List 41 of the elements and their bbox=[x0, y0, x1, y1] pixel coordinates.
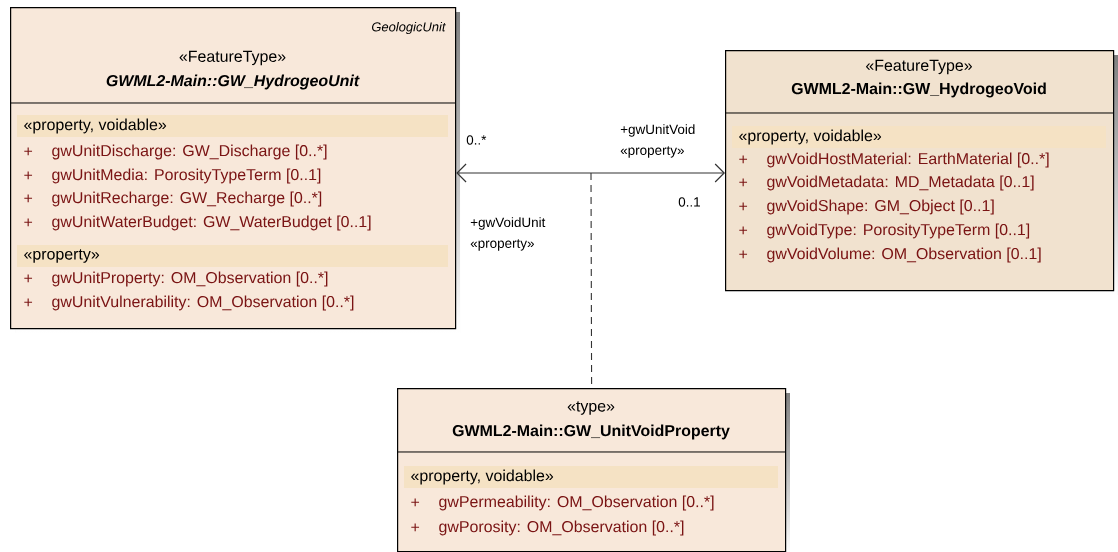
attribute-text: gwVoidHostMaterial: EarthMaterial [0..*] bbox=[767, 152, 1049, 168]
section-heading: «property, voidable» bbox=[404, 466, 778, 488]
attribute-text: gwUnitProperty: OM_Observation [0..*] bbox=[52, 271, 328, 287]
attribute-text: gwPorosity: OM_Observation [0..*] bbox=[439, 520, 684, 536]
visibility-marker: + bbox=[739, 178, 748, 187]
visibility-marker: + bbox=[739, 202, 748, 211]
class-name: GWML2-Main::GW_HydrogeoUnit bbox=[106, 74, 360, 90]
visibility-marker: + bbox=[24, 218, 33, 227]
visibility-marker: + bbox=[24, 171, 33, 180]
section-heading: «property, voidable» bbox=[732, 126, 1106, 148]
attribute-text: gwVoidType: PorosityTypeTerm [0..1] bbox=[767, 223, 1030, 239]
visibility-marker: + bbox=[24, 147, 33, 156]
section-heading: «property, voidable» bbox=[17, 115, 448, 137]
visibility-marker: + bbox=[24, 194, 33, 203]
attribute-text: gwUnitVulnerability: OM_Observation [0..*] bbox=[52, 295, 354, 311]
section-heading: «property» bbox=[17, 245, 448, 267]
visibility-marker: + bbox=[739, 155, 748, 164]
association-line bbox=[456, 163, 725, 183]
visibility-marker: + bbox=[411, 498, 420, 507]
stereotype: «FeatureType» bbox=[866, 59, 972, 75]
visibility-marker: + bbox=[739, 250, 748, 259]
stereotype: «FeatureType» bbox=[179, 50, 286, 66]
attribute-text: gwUnitMedia: PorosityTypeTerm [0..1] bbox=[52, 168, 321, 184]
tagged-value: GeologicUnit bbox=[372, 21, 446, 35]
attribute-text: gwUnitDischarge: GW_Discharge [0..*] bbox=[52, 144, 327, 160]
stereotype: «type» bbox=[567, 401, 615, 415]
attribute-text: gwPermeability: OM_Observation [0..*] bbox=[439, 495, 714, 511]
visibility-marker: + bbox=[739, 226, 748, 235]
visibility-marker: + bbox=[24, 298, 33, 307]
visibility-marker: + bbox=[24, 274, 33, 283]
class-name: GWML2-Main::GW_HydrogeoVoid bbox=[791, 82, 1046, 98]
class-name: GWML2-Main::GW_UnitVoidProperty bbox=[452, 424, 730, 440]
attribute-text: gwVoidVolume: OM_Observation [0..1] bbox=[767, 247, 1041, 263]
attribute-text: gwUnitRecharge: GW_Recharge [0..*] bbox=[52, 191, 322, 207]
attribute-text: gwUnitWaterBudget: GW_WaterBudget [0..1] bbox=[52, 215, 371, 231]
visibility-marker: + bbox=[411, 523, 420, 532]
attribute-text: gwVoidShape: GM_Object [0..1] bbox=[767, 199, 994, 215]
attribute-text: gwVoidMetadata: MD_Metadata [0..1] bbox=[767, 175, 1034, 191]
role-label: +gwUnitVoid «property» bbox=[620, 124, 695, 158]
role-label: +gwVoidUnit «property» bbox=[470, 217, 546, 251]
role-label: 0..1 bbox=[678, 197, 700, 207]
